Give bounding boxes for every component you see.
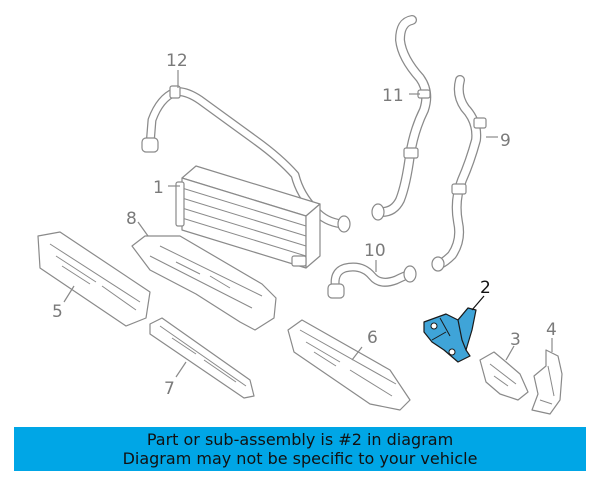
callout-10: 10 — [364, 241, 386, 261]
part-9-hose[interactable] — [431, 75, 487, 272]
banner-line-1: Part or sub-assembly is #2 in diagram — [146, 430, 454, 449]
callout-9: 9 — [500, 131, 511, 151]
part-1-cooler[interactable] — [175, 165, 321, 269]
notice-banner: Part or sub-assembly is #2 in diagram Di… — [14, 427, 586, 471]
leader-7 — [175, 361, 187, 378]
banner-line-2: Diagram may not be specific to your vehi… — [122, 449, 478, 468]
part-5-air-guide[interactable] — [37, 231, 151, 327]
part-6-side-air-guide[interactable] — [287, 319, 411, 411]
part-7-lower-deflector[interactable] — [149, 317, 255, 399]
leader-5 — [63, 285, 75, 303]
part-4-bracket[interactable] — [531, 349, 563, 415]
callout-11: 11 — [382, 86, 404, 106]
leader-3 — [505, 345, 515, 361]
part-10-hose[interactable] — [327, 262, 417, 299]
part-2-bracket[interactable] — [423, 307, 477, 363]
leader-2 — [471, 295, 485, 311]
callout-8: 8 — [126, 209, 137, 229]
leader-6 — [351, 346, 363, 361]
callout-3: 3 — [510, 330, 521, 350]
callout-7: 7 — [164, 379, 175, 399]
leader-8 — [137, 221, 149, 237]
callout-2: 2 — [480, 278, 491, 298]
part-3-bracket[interactable] — [479, 351, 529, 401]
part-8-air-deflector[interactable] — [131, 235, 277, 331]
callout-12: 12 — [166, 51, 188, 71]
callout-1: 1 — [153, 178, 164, 198]
part-11-hose[interactable] — [371, 15, 432, 221]
callout-4: 4 — [546, 320, 557, 340]
callout-5: 5 — [52, 302, 63, 322]
callout-6: 6 — [367, 328, 378, 348]
